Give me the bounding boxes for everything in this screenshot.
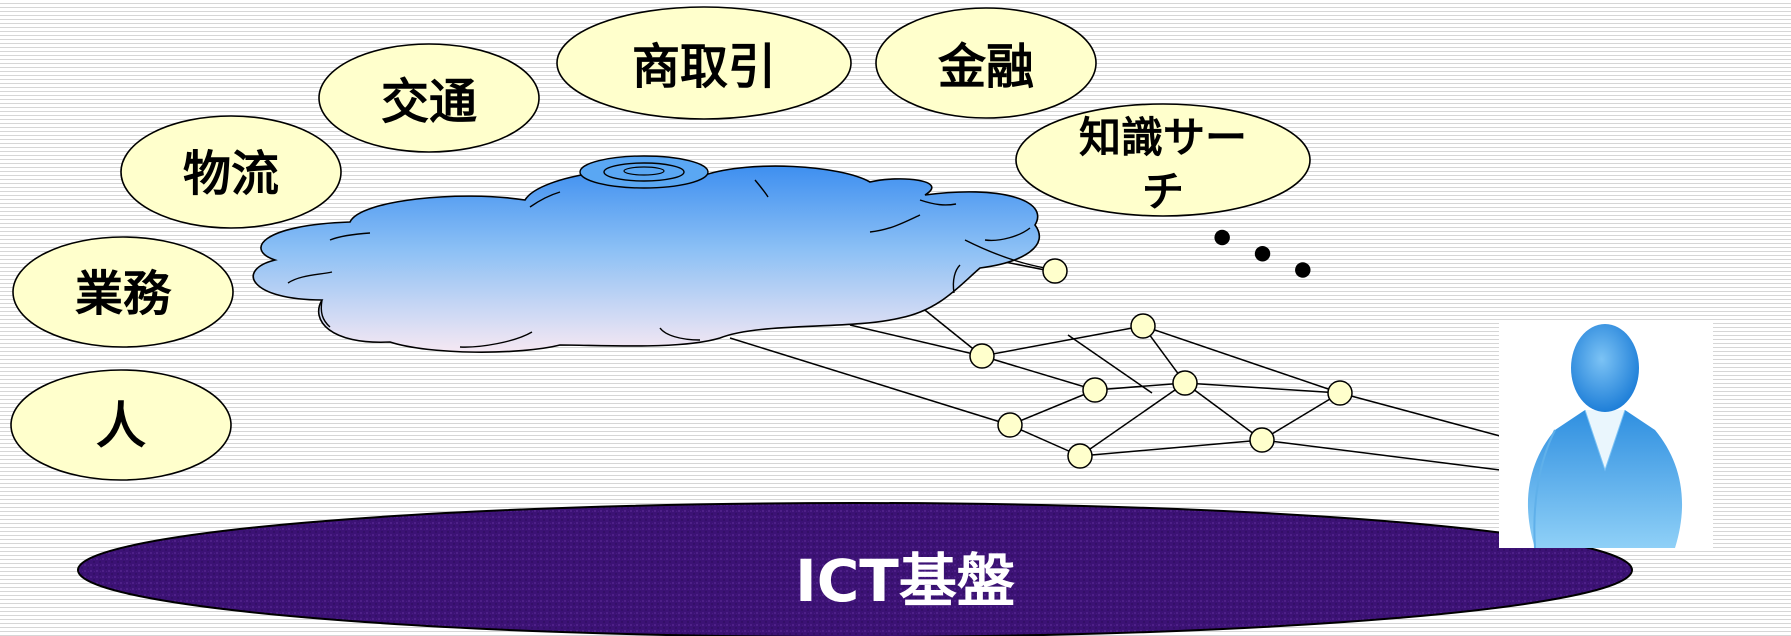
bubble-label: 商取引 — [632, 39, 776, 95]
network-node — [969, 343, 995, 369]
ict-base: ICT基盤 — [77, 502, 1633, 636]
network-icon — [729, 254, 1501, 471]
ict-base-label: ICT基盤 — [795, 547, 1015, 615]
network-node — [1067, 443, 1093, 469]
bubble-label: 業務 — [75, 266, 172, 322]
ict-base-ellipse — [77, 502, 1633, 636]
network-node — [1042, 258, 1068, 284]
cloud-shape — [252, 165, 1041, 353]
network-node — [1249, 427, 1275, 453]
bubble-label: 金融 — [937, 39, 1034, 95]
cloud-icon — [252, 155, 1046, 353]
network-node — [1130, 313, 1156, 339]
bubble-label-line2: チ — [1142, 167, 1184, 216]
network-node — [1172, 370, 1198, 396]
network-node — [997, 412, 1023, 438]
person-icon — [1499, 323, 1713, 549]
bubble-chishiki: 知識サー チ — [1015, 103, 1311, 217]
bubble-label: 物流 — [183, 146, 279, 202]
bubble-kinyu: 金融 — [875, 7, 1097, 119]
bubble-label: 人 — [96, 397, 146, 455]
bubble-shotorihiki: 商取引 — [556, 6, 852, 120]
bubble-kotsu: 交通 — [318, 43, 540, 153]
bubble-gyomu: 業務 — [12, 236, 234, 348]
bubble-label-line1: 知識サー — [1079, 113, 1247, 162]
bubble-butsuryu: 物流 — [120, 115, 342, 229]
network-node — [1327, 380, 1353, 406]
bubble-jin: 人 — [10, 369, 232, 481]
bubble-label: 交通 — [381, 74, 477, 130]
network-nodes — [969, 258, 1353, 469]
network-node — [1082, 377, 1108, 403]
ellipsis-dots: • • • — [1199, 210, 1325, 300]
